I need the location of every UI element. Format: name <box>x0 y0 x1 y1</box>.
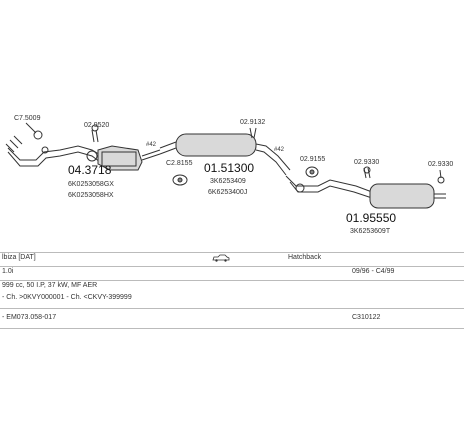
label-p1: C7.5009 <box>14 115 41 122</box>
rubber-02-9330-a <box>363 166 371 179</box>
label-p3-ref1: 6K0253058GX <box>68 181 114 188</box>
label-p7-ref2: 6K6253400J <box>208 189 247 196</box>
label-p12-number: 01.95550 <box>346 211 396 225</box>
car-icon <box>212 254 230 264</box>
divider <box>0 308 464 309</box>
divider <box>0 266 464 267</box>
rubber-02-9155 <box>305 166 319 178</box>
rubber-c2-8155 <box>172 174 188 186</box>
model-name: lbiza [DAT] <box>2 254 36 261</box>
divider <box>0 280 464 281</box>
label-p12-ref: 3K6253609T <box>350 228 391 235</box>
label-p9: 02.9155 <box>300 156 325 163</box>
kit-code: - EM073.058-017 <box>2 314 57 321</box>
info-row-engine: 1.0i 09/96 - C4/99 <box>0 268 464 280</box>
label-p5: C2.8155 <box>166 160 193 167</box>
engine: 1.0i <box>2 268 14 275</box>
info-row-chassis: - Ch. >0KVY000001 - Ch. <CKVY-399999 <box>0 294 464 306</box>
label-p3-ref2: 6K0253058HX <box>68 192 114 199</box>
divider <box>0 328 464 329</box>
rubber-02-9330-b <box>437 169 445 184</box>
divider <box>0 252 464 253</box>
label-p2: 02.9520 <box>84 122 109 129</box>
label-p8: #42 <box>274 147 285 153</box>
reference: C310122 <box>352 314 381 321</box>
engine-spec: 999 cc, 50 I.P, 37 kW, MF AER <box>2 282 98 289</box>
body-type: Hatchback <box>288 254 322 261</box>
middle-silencer <box>159 133 291 176</box>
label-p11: 02.9330 <box>428 161 453 168</box>
catalytic-converter <box>86 145 161 171</box>
info-row-model: lbiza [DAT] Hatchback <box>0 254 464 266</box>
label-p7-number: 01.51300 <box>204 161 254 175</box>
front-pipe <box>5 122 103 167</box>
info-row-spec: 999 cc, 50 I.P, 37 kW, MF AER <box>0 282 464 294</box>
label-p3-number: 04.3718 <box>68 163 112 177</box>
label-p7-ref1: 3K6253409 <box>210 178 246 185</box>
label-p10: 02.9330 <box>354 159 379 166</box>
chassis-range: - Ch. >0KVY000001 - Ch. <CKVY-399999 <box>2 294 132 301</box>
label-p4: #42 <box>146 142 157 148</box>
exhaust-diagram: C7.5009 02.9520 04.3718 6K0253058GX 6K02… <box>5 115 453 235</box>
rear-section <box>285 175 446 209</box>
hanger-02-9520 <box>91 124 99 143</box>
label-p6: 02.9132 <box>240 119 265 126</box>
info-row-code: - EM073.058-017 C310122 <box>0 314 464 326</box>
years: 09/96 - C4/99 <box>352 268 395 275</box>
hanger-02-9132 <box>249 127 257 139</box>
